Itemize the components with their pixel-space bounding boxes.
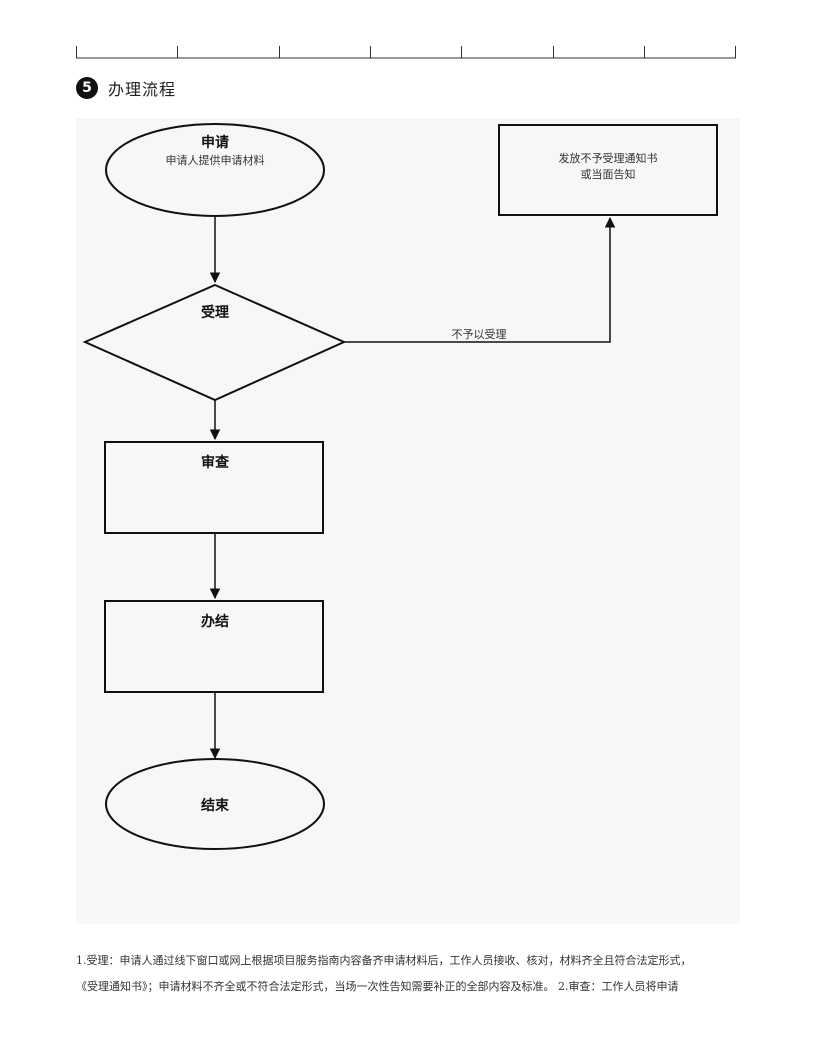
reject-box-line1: 发放不予受理通知书 (558, 152, 658, 165)
section-title: 办理流程 (108, 80, 177, 99)
start-node-subtitle: 申请人提供申请材料 (165, 154, 265, 167)
edge-decision-to-reject (344, 216, 616, 343)
complete-node-title: 办结 (201, 614, 229, 630)
flowchart-diagram (82, 123, 718, 850)
start-node-title: 申请 (201, 135, 229, 151)
section-heading: 5 办理流程 (76, 76, 176, 100)
review-box-shape (104, 441, 324, 534)
description-line-2: 《受理通知书》；申请材料不齐全或不符合法定形式，当场一次性告知需要补正的全部内容… (76, 980, 679, 993)
reject-box-shape (498, 124, 718, 216)
reject-edge-label: 不予以受理 (451, 328, 507, 341)
end-node-shape (105, 758, 325, 850)
end-node-title: 结束 (201, 798, 229, 814)
process-description: 1.受理：申请人通过线下窗口或网上根据项目服务指南内容备齐申请材料后，工作人员接… (76, 948, 740, 1000)
review-node-title: 审查 (201, 455, 229, 471)
reject-box-line2: 或当面告知 (580, 168, 636, 181)
flowchart: 申请 申请人提供申请材料 发放不予受理通知书 或当面告知 受理 不予以受理 审查… (76, 118, 740, 924)
table-bottom-border (76, 46, 736, 59)
section-number-badge: 5 (76, 77, 98, 99)
decision-node-title: 受理 (201, 305, 229, 321)
description-line-1: 1.受理：申请人通过线下窗口或网上根据项目服务指南内容备齐申请材料后，工作人员接… (76, 954, 692, 967)
complete-box-shape (104, 600, 324, 693)
